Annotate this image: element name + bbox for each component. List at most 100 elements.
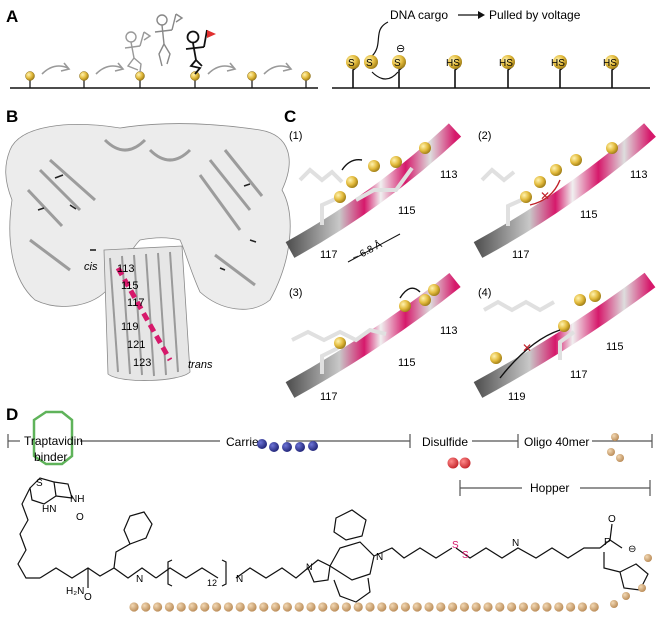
residue-label: 117 <box>570 369 588 381</box>
oligo-bead <box>141 602 151 612</box>
charge-icon: ⊖ <box>628 544 636 555</box>
arrow-head <box>282 62 293 72</box>
oligo-bead <box>306 602 316 612</box>
panel-d: D Traptavidin binder Carrier Disulfide O… <box>6 405 653 612</box>
hopper-bar <box>459 480 651 496</box>
step-arrow <box>263 65 291 75</box>
chem-o-label: O <box>76 512 84 523</box>
oligo-bead <box>566 602 576 612</box>
step-2: (2) ✕ 113 115 117 <box>473 123 656 261</box>
residue-label: 117 <box>320 391 338 403</box>
step-number: (2) <box>478 130 491 142</box>
sulfur-atom <box>553 55 567 69</box>
oligo-bead-line <box>129 602 599 612</box>
anchor-bead <box>190 71 200 81</box>
residue-label: 115 <box>398 205 416 217</box>
sulfur-atom <box>520 191 532 203</box>
oligo-bead <box>259 602 269 612</box>
walker-figure-faded <box>154 13 184 67</box>
oligo-bead <box>412 602 422 612</box>
side-chain <box>298 167 344 184</box>
carrier-bead <box>282 442 292 452</box>
sulfur-atom <box>419 294 431 306</box>
panel-c-letter: C <box>284 107 296 126</box>
oligo-bead <box>607 448 615 456</box>
oligo-bead <box>389 602 399 612</box>
chem-labels: S NH HN O H₂N O N 12 N N N S S N P ⊖ O <box>36 478 636 603</box>
carrier-bead <box>295 442 305 452</box>
sulfur-atom <box>334 191 346 203</box>
side-chain <box>355 166 414 202</box>
anchor-bead <box>135 71 145 81</box>
chem-nh-label: NH <box>70 494 84 505</box>
sulfur-atom <box>570 154 582 166</box>
oligo-bead <box>611 433 619 441</box>
dna-cargo-strand <box>371 21 389 57</box>
oligo-bead <box>495 602 505 612</box>
step-4: (4) ✕ 115 117 119 <box>473 272 656 403</box>
oligo-bead <box>176 602 186 612</box>
panel-b-letter: B <box>6 107 18 126</box>
side-chain <box>291 327 387 343</box>
carrier-label: Carrier <box>226 435 263 449</box>
oligo-bead <box>542 602 552 612</box>
oligo-bead <box>129 602 139 612</box>
arrow-head <box>60 62 71 72</box>
side-chain <box>506 196 527 226</box>
attack-arrow <box>529 179 561 206</box>
residue-label: 113 <box>630 169 648 181</box>
residue-label: 115 <box>606 341 624 353</box>
red-flag-icon <box>207 30 216 38</box>
sulfur-atom <box>399 300 411 312</box>
step-number: (4) <box>478 287 491 299</box>
residue-label: 117 <box>127 297 145 309</box>
oligo-bead <box>616 454 624 462</box>
chem-s-label: S <box>452 540 459 551</box>
arrow-head <box>114 62 125 72</box>
oligo-bead <box>223 602 233 612</box>
chem-subscript-label: 12 <box>207 578 217 588</box>
hs-label: HS <box>446 58 460 69</box>
oligo-bead <box>471 602 481 612</box>
backbone-ribbon <box>473 123 656 258</box>
disulfide-bead <box>459 457 471 469</box>
oligo-bead <box>554 602 564 612</box>
walker-figure-faded <box>124 31 152 73</box>
sulfur-atom <box>550 164 562 176</box>
chemical-structure <box>17 477 649 603</box>
carrier-beads <box>257 439 318 452</box>
traptavidin-hexagon-icon <box>32 410 74 466</box>
oligo-bead <box>483 602 493 612</box>
oligo-bead <box>400 602 410 612</box>
oligo-bead <box>365 602 375 612</box>
step-1: (1) 113 115 117 ~ 6.8 Å <box>285 123 462 264</box>
sulfur-atom <box>368 160 380 172</box>
oligo-bead <box>341 602 351 612</box>
triazole-ring <box>307 559 331 583</box>
oligo-bead <box>200 602 210 612</box>
carrier-bead <box>308 441 318 451</box>
oligo-bead <box>318 602 328 612</box>
oligo-beads <box>607 433 624 462</box>
step-arrow <box>95 65 123 75</box>
disulfide-label: Disulfide <box>422 435 468 449</box>
chem-n-label: N <box>376 552 383 563</box>
side-chain <box>320 346 339 374</box>
chem-n-label: N <box>236 574 243 585</box>
s-label: S <box>348 58 355 69</box>
sulfur-atom <box>346 55 360 69</box>
chem-o-label: O <box>608 514 616 525</box>
residue-label: 123 <box>133 357 151 369</box>
sulfur-atoms <box>346 55 619 69</box>
oligo-bead <box>459 602 469 612</box>
oligo-bead <box>271 602 281 612</box>
sulfur-atom <box>501 55 515 69</box>
traptavidin-label: Traptavidin <box>24 434 83 448</box>
sulfur-atom <box>419 142 431 154</box>
anchor-bead <box>25 71 35 81</box>
sulfur-atom <box>346 176 358 188</box>
oligo-bead <box>294 602 304 612</box>
oligo-bead <box>577 602 588 612</box>
chem-n-label: N <box>136 574 143 585</box>
